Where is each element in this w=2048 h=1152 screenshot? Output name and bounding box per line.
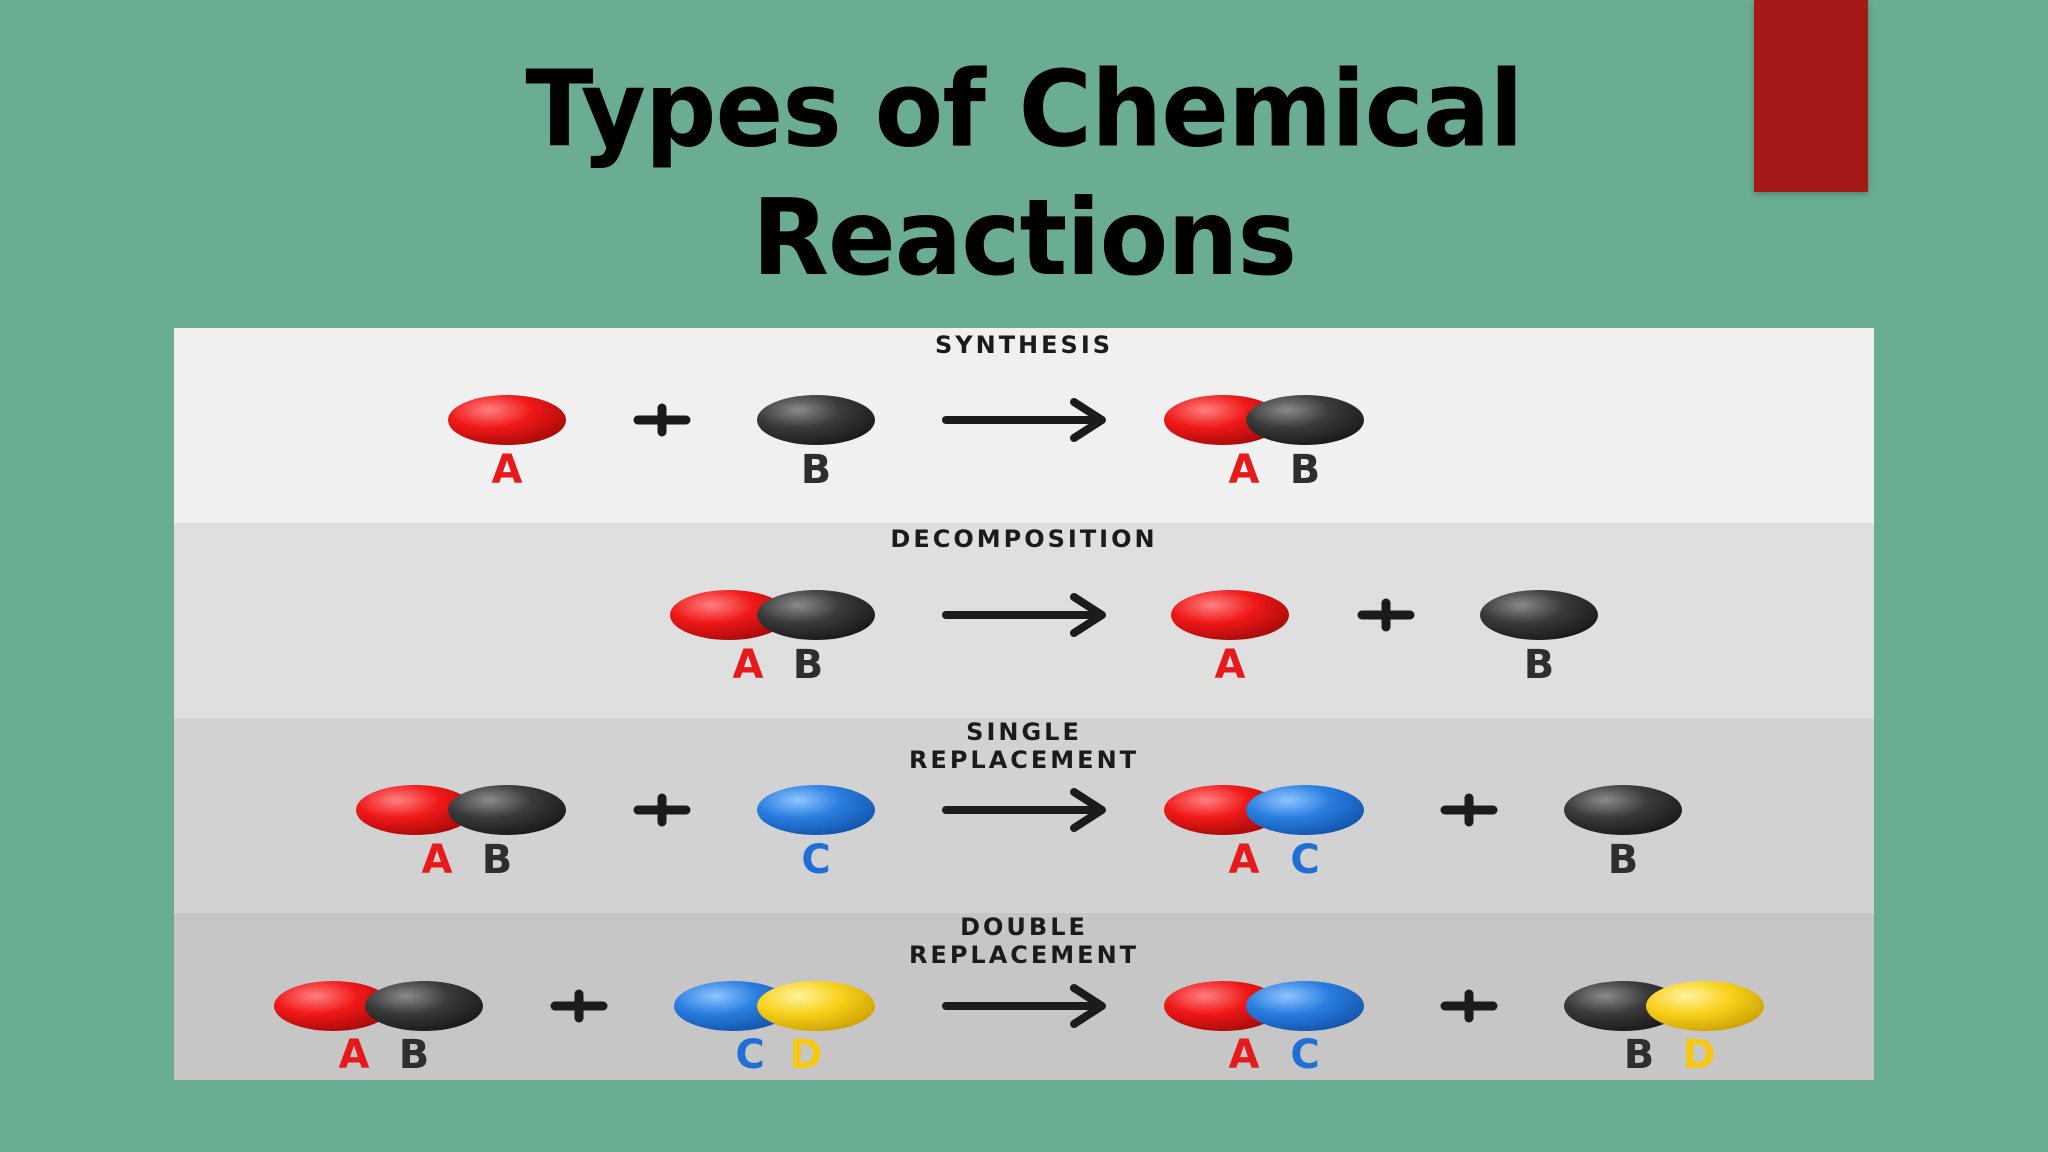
- single-product-atom-c: [1246, 785, 1364, 835]
- decomposition-atom-a: [670, 590, 788, 640]
- decomposition-reactant-label-b: B: [793, 642, 824, 688]
- decomposition-product-atom-a: [1171, 590, 1289, 640]
- single-arrow-icon: [946, 792, 1102, 828]
- double-arrow-icon: [946, 988, 1102, 1024]
- decomposition-heading: DECOMPOSITION: [890, 525, 1158, 553]
- double-atom-c: [674, 981, 792, 1031]
- single-replacement-heading-2: REPLACEMENT: [908, 746, 1140, 774]
- double-reactant-label-a: A: [339, 1032, 370, 1078]
- synthesis-label-a: A: [492, 447, 523, 493]
- synthesis-heading: SYNTHESIS: [934, 331, 1114, 359]
- double-atom-b: [365, 981, 483, 1031]
- double-reactant-label-b: B: [399, 1032, 430, 1078]
- double-product-atom-b: [1564, 981, 1682, 1031]
- double-product-label-d: D: [1682, 1032, 1715, 1078]
- title-line-2: Reactions: [751, 176, 1297, 299]
- double-product-atom-d: [1646, 981, 1764, 1031]
- reaction-diagram: SYNTHESIS DECOMPOSITION SINGLE REPLACEME…: [174, 328, 1874, 1080]
- decomposition-product-atom-b: [1480, 590, 1598, 640]
- double-reactant-label-d: D: [789, 1032, 822, 1078]
- double-atom-a: [274, 981, 392, 1031]
- decomposition-plus-icon: [1362, 603, 1410, 627]
- single-atom-a: [356, 785, 474, 835]
- double-replacement-heading-2: REPLACEMENT: [908, 941, 1140, 969]
- single-replacement-heading-1: SINGLE: [966, 718, 1082, 746]
- decomposition-atom-b: [757, 590, 875, 640]
- single-product-label-c: C: [1290, 837, 1319, 883]
- synthesis-atom-a: [448, 395, 566, 445]
- decomposition-arrow-icon: [946, 597, 1102, 633]
- double-plus-icon-1: [555, 994, 603, 1018]
- decomposition-reactant-label-a: A: [733, 642, 764, 688]
- synthesis-arrow-icon: [946, 402, 1102, 438]
- synthesis-product-label-a: A: [1229, 447, 1260, 493]
- synthesis-plus-icon: [638, 408, 686, 432]
- synthesis-atom-b: [757, 395, 875, 445]
- single-plus-icon-2: [1445, 798, 1493, 822]
- decomposition-product-label-a: A: [1215, 642, 1246, 688]
- single-product-atom-a: [1164, 785, 1282, 835]
- single-plus-icon-1: [638, 798, 686, 822]
- single-reactant-label-c: C: [801, 837, 830, 883]
- double-product-atom-c: [1246, 981, 1364, 1031]
- single-reactant-label-a: A: [422, 837, 453, 883]
- decomposition-product-label-b: B: [1524, 642, 1555, 688]
- single-reactant-label-b: B: [482, 837, 513, 883]
- double-product-label-b: B: [1624, 1032, 1655, 1078]
- synthesis-product-atom-a: [1164, 395, 1282, 445]
- synthesis-product-atom-b: [1246, 395, 1364, 445]
- double-atom-d: [757, 981, 875, 1031]
- double-plus-icon-2: [1445, 994, 1493, 1018]
- reaction-drawing: A B A B A B A B A B C A C B: [274, 395, 1764, 1078]
- single-product-label-a: A: [1229, 837, 1260, 883]
- accent-bar: [1754, 0, 1868, 192]
- single-product-atom-b: [1564, 785, 1682, 835]
- double-product-label-a: A: [1229, 1032, 1260, 1078]
- double-product-label-c: C: [1290, 1032, 1319, 1078]
- synthesis-product-label-b: B: [1290, 447, 1321, 493]
- double-reactant-label-c: C: [735, 1032, 764, 1078]
- single-product-label-b: B: [1608, 837, 1639, 883]
- double-replacement-heading-1: DOUBLE: [960, 913, 1088, 941]
- double-product-atom-a: [1164, 981, 1282, 1031]
- single-atom-c: [757, 785, 875, 835]
- single-atom-b: [448, 785, 566, 835]
- synthesis-label-b: B: [801, 447, 832, 493]
- slide-title: Types of Chemical Reactions: [0, 46, 2048, 302]
- title-line-1: Types of Chemical: [525, 48, 1523, 171]
